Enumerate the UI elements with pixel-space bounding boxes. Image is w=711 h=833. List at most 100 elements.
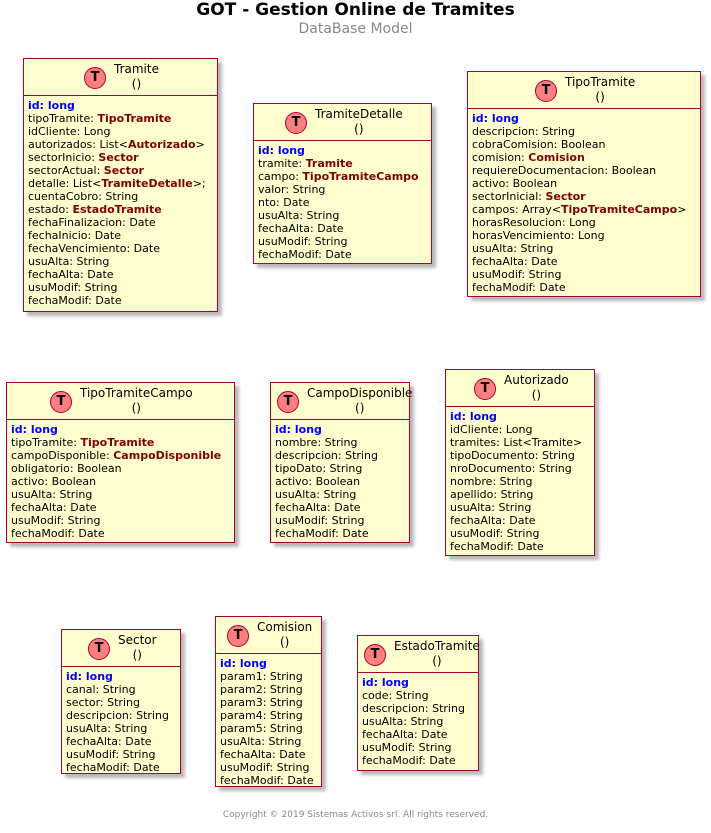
field-row: detalle: List<TramiteDetalle>;: [28, 177, 217, 190]
field-text: campoDisponible:: [11, 449, 114, 462]
entity-name: TramiteDetalle(): [315, 107, 403, 137]
entity-header: T TramiteDetalle(): [254, 104, 431, 141]
field-row: usuModif: String: [258, 235, 431, 248]
field-text: fechaModif: Date: [258, 248, 352, 261]
field-row: tipoTramite: TipoTramite: [28, 112, 217, 125]
field-text: activo: Boolean: [11, 475, 97, 488]
field-row: fechaModif: Date: [258, 248, 431, 261]
field-row: fechaAlta: Date: [220, 748, 321, 761]
field-row: fechaAlta: Date: [66, 735, 180, 748]
field-text: fechaModif: Date: [66, 761, 160, 774]
diagram-title: GOT - Gestion Online de Tramites: [196, 0, 515, 20]
entity-name: Autorizado(): [504, 373, 569, 403]
field-text: usuAlta: String: [275, 488, 357, 501]
field-row: usuModif: String: [220, 761, 321, 774]
field-row: descripcion: String: [275, 449, 409, 462]
field-text: id: long: [258, 144, 305, 157]
field-row: apellido: String: [450, 488, 594, 501]
field-text: id: long: [275, 423, 322, 436]
field-text: fechaAlta: Date: [362, 728, 448, 741]
field-row: fechaModif: Date: [362, 754, 478, 767]
entity-parens: (): [531, 388, 542, 402]
field-row: fechaFinalizacion: Date: [28, 216, 217, 229]
field-text: tipoDocumento: String: [450, 449, 575, 462]
field-text: activo: Boolean: [472, 177, 558, 190]
field-text: usuModif: String: [28, 281, 118, 294]
field-row: usuModif: String: [362, 741, 478, 754]
primary-key-field: id: long: [362, 676, 478, 689]
field-row: usuAlta: String: [28, 255, 217, 268]
field-row: descripcion: String: [472, 125, 700, 138]
field-text: fechaAlta: Date: [11, 501, 97, 514]
field-text: usuModif: String: [472, 268, 562, 281]
entity-parens: (): [595, 90, 605, 104]
table-badge-icon: T: [88, 638, 110, 660]
field-text: activo: Boolean: [275, 475, 361, 488]
field-text: campos: Array<: [472, 203, 561, 216]
field-text: fechaFinalizacion: Date: [28, 216, 156, 229]
entity-name-text: Autorizado: [504, 373, 569, 387]
field-text: fechaAlta: Date: [66, 735, 152, 748]
entity-parens: (): [355, 401, 365, 415]
field-text: usuAlta: String: [28, 255, 110, 268]
field-text: idCliente: Long: [28, 125, 111, 138]
field-text: valor: String: [258, 183, 326, 196]
entity-name-text: TramiteDetalle: [315, 107, 403, 121]
entity-parens: (): [279, 635, 290, 649]
field-text: fechaInicio: Date: [28, 229, 122, 242]
field-text: param3: String: [220, 696, 303, 709]
field-row: tipoTramite: TipoTramite: [11, 436, 234, 449]
entity-name-text: TipoTramiteCampo: [80, 386, 193, 400]
field-text: usuModif: String: [258, 235, 348, 248]
field-text: tipoTramite:: [11, 436, 81, 449]
field-row: param1: String: [220, 670, 321, 683]
field-text: fechaModif: Date: [472, 281, 566, 294]
field-row: nroDocumento: String: [450, 462, 594, 475]
type-reference: Sector: [98, 151, 139, 164]
entity-name: Tramite(): [114, 62, 159, 92]
field-row: usuAlta: String: [275, 488, 409, 501]
field-text: fechaModif: Date: [275, 527, 369, 540]
field-row: nombre: String: [275, 436, 409, 449]
field-text: requiereDocumentacion: Boolean: [472, 164, 657, 177]
field-text: nombre: String: [450, 475, 533, 488]
field-text: autorizados: List<: [28, 138, 128, 151]
field-row: horasVencimiento: Long: [472, 229, 700, 242]
field-text: code: String: [362, 689, 429, 702]
type-reference: Comision: [528, 151, 585, 164]
table-badge-icon: T: [285, 112, 307, 134]
field-row: usuAlta: String: [66, 722, 180, 735]
field-text: canal: String: [66, 683, 136, 696]
field-text: usuAlta: String: [362, 715, 444, 728]
table-badge-icon: T: [50, 391, 72, 413]
field-row: usuAlta: String: [11, 488, 234, 501]
type-reference: Tramite: [305, 157, 353, 170]
field-row: sectorActual: Sector: [28, 164, 217, 177]
field-text: id: long: [11, 423, 58, 436]
entity-name-text: Sector: [118, 633, 157, 647]
field-text: fechaAlta: Date: [258, 222, 344, 235]
field-row: param5: String: [220, 722, 321, 735]
field-row: sectorInicial: Sector: [472, 190, 700, 203]
type-reference: TipoTramite: [80, 436, 155, 449]
field-row: usuModif: String: [11, 514, 234, 527]
primary-key-field: id: long: [450, 410, 594, 423]
entity-name: EstadoTramite(): [394, 639, 480, 669]
field-text: id: long: [362, 676, 409, 689]
field-text: estado:: [28, 203, 73, 216]
field-text: fechaAlta: Date: [275, 501, 361, 514]
